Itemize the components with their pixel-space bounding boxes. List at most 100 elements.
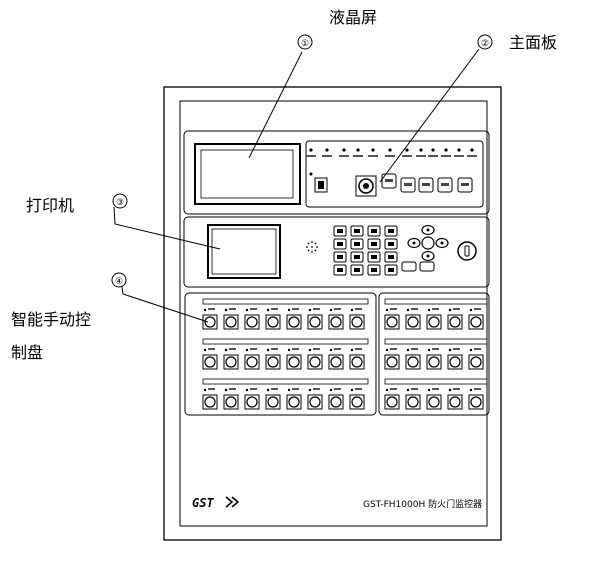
indicator-led <box>342 148 346 152</box>
status-led <box>308 348 312 352</box>
model-label: GST-FH1000H 防火门监控器 <box>363 498 482 510</box>
keypad-key <box>384 264 398 276</box>
label-manual-panel-line1: 智能手动控 <box>11 310 91 329</box>
manual-button-knob <box>470 396 482 408</box>
manual-button-knob <box>204 396 216 408</box>
manual-button <box>426 394 442 410</box>
keypad-key-mark <box>354 268 360 272</box>
manual-button <box>244 314 260 330</box>
manual-button <box>328 354 344 370</box>
keypad-key-mark <box>337 242 343 246</box>
label-strip <box>202 298 369 305</box>
status-led <box>448 308 452 312</box>
status-caption <box>229 388 236 390</box>
label-strip <box>384 378 488 385</box>
label-main-board: 主面板 <box>509 33 557 52</box>
status-led <box>287 348 291 352</box>
status-led <box>427 308 431 312</box>
power-knob <box>457 241 477 261</box>
status-led <box>385 308 389 312</box>
callout-3: ③ <box>116 198 124 208</box>
manual-button-knob <box>449 356 461 368</box>
manual-button-knob <box>204 316 216 328</box>
nav-arrow-key <box>421 250 435 262</box>
label-strip <box>202 338 369 345</box>
indicator-led-caption <box>441 155 451 157</box>
manual-button-knob <box>246 316 258 328</box>
leader-lcd <box>248 51 303 159</box>
indicator-led <box>444 148 448 152</box>
indicator-led-caption <box>322 155 332 157</box>
manual-button <box>223 394 239 410</box>
manual-button-knob <box>428 356 440 368</box>
manual-button <box>426 314 442 330</box>
status-led <box>245 308 249 312</box>
number-keypad <box>333 225 398 276</box>
keypad-key <box>333 264 347 276</box>
indicator-led <box>470 148 474 152</box>
power-knob-slot <box>464 245 470 257</box>
function-key-caption <box>441 183 449 186</box>
status-led <box>427 388 431 392</box>
keypad-key-mark <box>337 229 343 233</box>
status-led <box>224 388 228 392</box>
manual-button <box>286 354 302 370</box>
manual-button <box>265 354 281 370</box>
status-led <box>308 388 312 392</box>
status-led <box>406 308 410 312</box>
manual-button <box>202 354 218 370</box>
main-knob <box>358 178 374 194</box>
status-led <box>224 348 228 352</box>
indicator-led <box>309 148 313 152</box>
manual-button <box>447 354 463 370</box>
manual-button-knob <box>407 356 419 368</box>
indicator-led <box>388 148 392 152</box>
nav-arrow-mark <box>426 228 430 232</box>
manual-button <box>328 314 344 330</box>
status-caption <box>432 348 439 350</box>
status-led <box>287 308 291 312</box>
callout-4-circle <box>111 272 127 288</box>
status-led <box>406 348 410 352</box>
status-caption <box>292 348 299 350</box>
manual-button-knob <box>428 396 440 408</box>
manual-button <box>307 314 323 330</box>
manual-button-knob <box>407 396 419 408</box>
manual-button-knob <box>351 396 363 408</box>
callout-4: ④ <box>115 277 123 287</box>
status-caption <box>474 308 481 310</box>
function-key <box>457 177 473 193</box>
indicator-led-caption <box>402 155 412 157</box>
keypad-key-mark <box>354 229 360 233</box>
speaker-hole <box>307 249 310 252</box>
keypad-key <box>367 225 381 237</box>
status-led <box>203 348 207 352</box>
indicator-led <box>325 148 329 152</box>
manual-button <box>447 314 463 330</box>
speaker-hole <box>306 246 308 248</box>
nav-keys <box>401 224 449 272</box>
keypad-key <box>333 238 347 250</box>
keypad-key <box>384 251 398 263</box>
manual-button-knob <box>449 396 461 408</box>
status-led <box>329 348 333 352</box>
manual-button <box>202 314 218 330</box>
manual-button-knob <box>267 316 279 328</box>
manual-button <box>405 354 421 370</box>
manual-button-knob <box>386 316 398 328</box>
speaker-hole <box>314 242 317 245</box>
manual-button-knob <box>246 396 258 408</box>
status-caption <box>355 308 362 310</box>
callout-1-circle <box>297 34 313 50</box>
manual-button <box>405 314 421 330</box>
manual-button-knob <box>386 356 398 368</box>
status-led <box>245 388 249 392</box>
status-led <box>329 388 333 392</box>
indicator-led <box>419 148 423 152</box>
printer-window <box>207 224 281 279</box>
brand-logo: GST <box>192 496 214 510</box>
main-knob-center <box>363 183 369 189</box>
manual-button-knob <box>407 316 419 328</box>
status-led <box>245 348 249 352</box>
label-lcd: 液晶屏 <box>329 8 377 27</box>
